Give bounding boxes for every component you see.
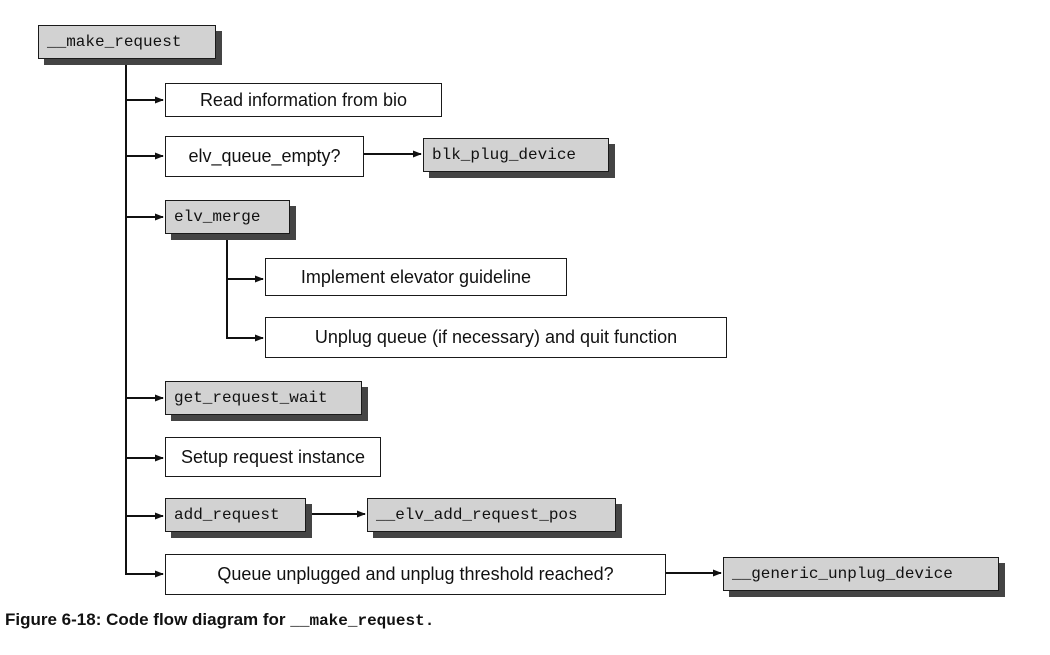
read-bio-box: Read information from bio xyxy=(165,83,442,117)
elv-merge-box: elv_merge xyxy=(165,200,290,234)
unplug-queue-box: Unplug queue (if necessary) and quit fun… xyxy=(265,317,727,358)
get-request-wait-box: get_request_wait xyxy=(165,381,362,415)
add-request-box: add_request xyxy=(165,498,306,532)
blk-plug-device-box: blk_plug_device xyxy=(423,138,609,172)
generic-unplug-device-box: __generic_unplug_device xyxy=(723,557,999,591)
implement-elevator-box: Implement elevator guideline xyxy=(265,258,567,296)
elv-queue-empty-box: elv_queue_empty? xyxy=(165,136,364,177)
caption-code: __make_request. xyxy=(290,612,435,630)
elv-add-request-pos-box: __elv_add_request_pos xyxy=(367,498,616,532)
make-request-box: __make_request xyxy=(38,25,216,59)
figure-caption: Figure 6-18: Code flow diagram for __mak… xyxy=(5,610,434,630)
queue-unplugged-box: Queue unplugged and unplug threshold rea… xyxy=(165,554,666,595)
caption-text: Figure 6-18: Code flow diagram for xyxy=(5,610,291,629)
setup-request-box: Setup request instance xyxy=(165,437,381,477)
